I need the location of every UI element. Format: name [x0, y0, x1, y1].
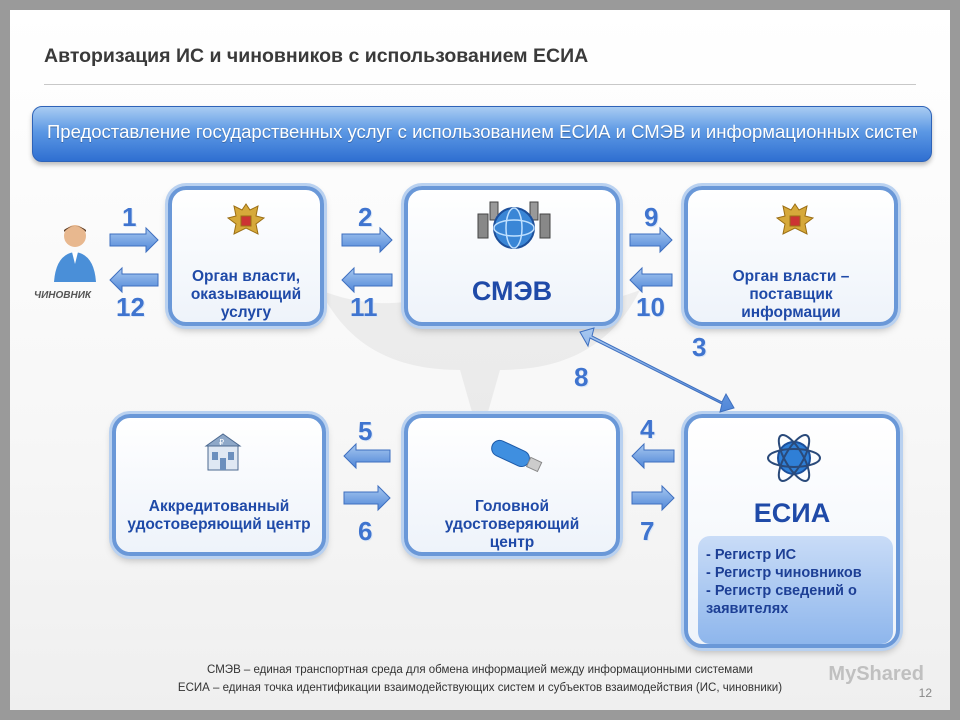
node-accredited-center: ₽ Аккредитованный удостоверяющий центр	[112, 414, 326, 556]
coat-of-arms-icon	[775, 203, 815, 235]
esia-registry-item: - Регистр чиновников	[706, 565, 862, 581]
step-number-6: 6	[358, 516, 373, 546]
footer-note-smev: СМЭВ – единая транспортная среда для обм…	[207, 664, 753, 676]
step-number-2: 2	[358, 202, 373, 232]
actor-label: ЧИНОВНИК	[34, 290, 92, 301]
node-esia: ЕСИА - Регистр ИС - Регистр чиновников -…	[684, 414, 900, 648]
watermark-brand: MyShared	[828, 663, 924, 685]
node-organ-provider: Орган власти – поставщик информации	[684, 186, 898, 326]
title-divider	[44, 84, 916, 85]
node-organ-service: Орган власти, оказывающий услугу	[168, 186, 324, 326]
esia-registry-list: - Регистр ИС - Регистр чиновников - Реги…	[698, 536, 893, 644]
node-organ-service-label: Орган власти, оказывающий услугу	[190, 268, 302, 321]
official-person-icon	[54, 225, 96, 282]
node-head-center: Головной удостоверяющий центр	[404, 414, 620, 556]
step-number-5: 5	[358, 416, 373, 446]
node-esia-label: ЕСИА	[753, 498, 831, 528]
step-number-11: 11	[350, 292, 378, 322]
node-smev-label: СМЭВ	[471, 276, 553, 306]
esia-registry-item: - Регистр сведений о заявителях	[706, 583, 857, 617]
step-number-3: 3	[692, 332, 707, 362]
svg-text:₽: ₽	[219, 438, 224, 447]
node-accredited-center-label: Аккредитованный удостоверяющий центр	[127, 498, 311, 533]
step-number-9: 9	[644, 202, 659, 232]
banner: Предоставление государственных услуг с и…	[32, 106, 932, 162]
footer-note-esia: ЕСИА – единая точка идентификации взаимо…	[177, 682, 783, 694]
step-number-10: 10	[636, 292, 665, 322]
network-globe-icon	[477, 201, 551, 249]
node-head-center-label: Головной удостоверяющий центр	[444, 498, 580, 551]
banner-text: Предоставление государственных услуг с и…	[47, 121, 917, 142]
page-number: 12	[918, 686, 932, 700]
slide-title: Авторизация ИС и чиновников с использова…	[44, 45, 589, 67]
step-number-4: 4	[640, 414, 655, 444]
arrow-12	[109, 266, 159, 294]
node-organ-provider-label: Орган власти – поставщик информации	[732, 268, 850, 321]
step-number-12: 12	[116, 292, 145, 322]
arrow-6	[343, 484, 391, 512]
bank-building-icon: ₽	[204, 433, 242, 471]
step-number-1: 1	[122, 202, 137, 232]
coat-of-arms-icon	[226, 203, 266, 235]
step-number-8: 8	[574, 362, 589, 392]
esia-registry-item: - Регистр ИС	[706, 547, 797, 563]
usb-token-icon	[491, 439, 543, 473]
atom-globe-icon	[767, 434, 821, 482]
arrow-7	[631, 484, 675, 512]
slide: Авторизация ИС и чиновников с использова…	[10, 10, 950, 710]
node-smev: СМЭВ	[404, 186, 620, 326]
step-number-7: 7	[640, 516, 655, 546]
